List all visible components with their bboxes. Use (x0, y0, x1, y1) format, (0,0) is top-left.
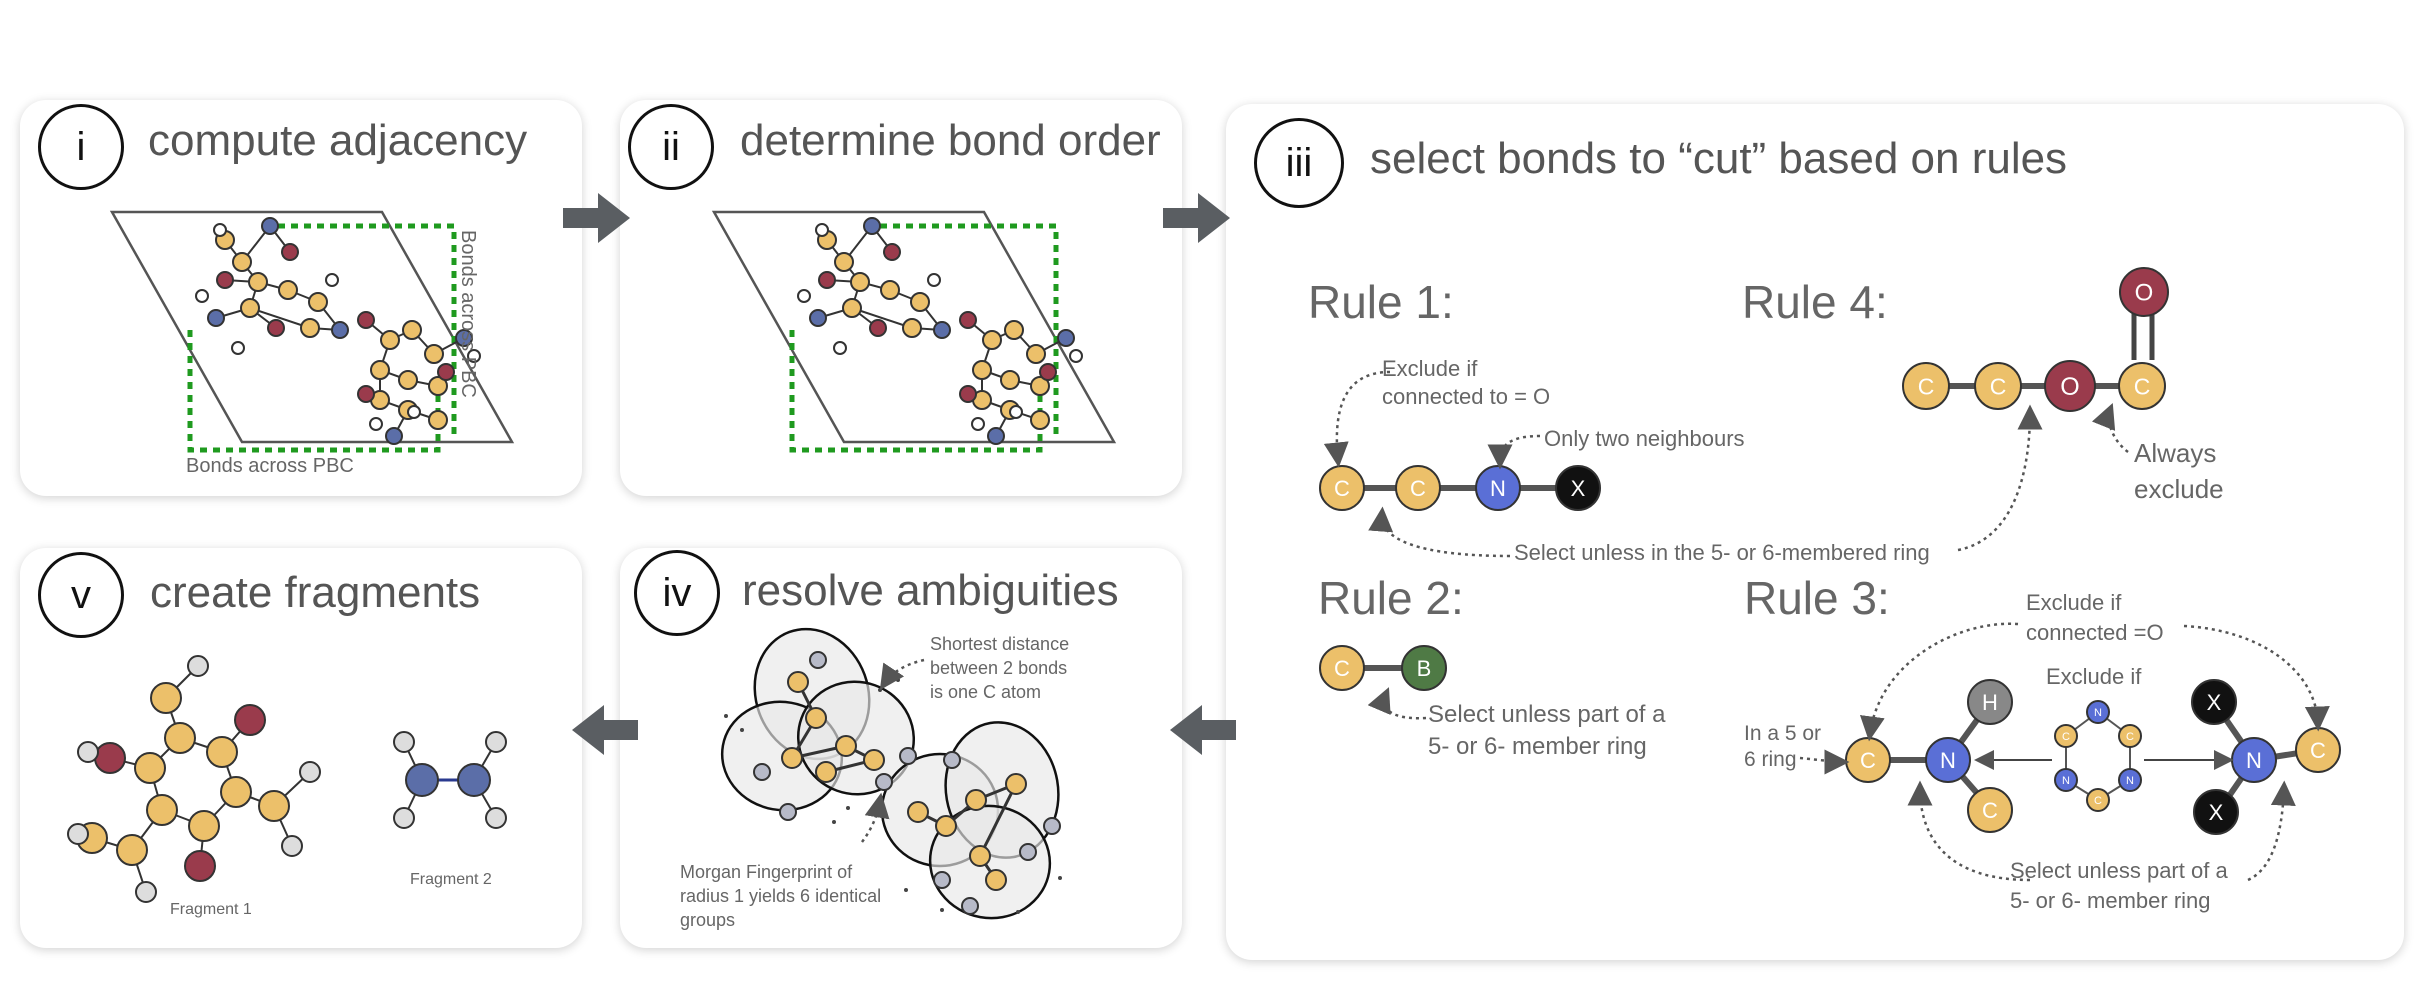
step-badge-v: v (38, 552, 124, 638)
step-badge-iv: iv (634, 550, 720, 636)
step-badge-i: i (38, 104, 124, 190)
step-title-iii: select bonds to “cut” based on rules (1370, 134, 2068, 183)
panel-select-bonds (1226, 104, 2404, 960)
step-badge-ii: ii (628, 104, 714, 190)
step-title-i: compute adjacency (148, 116, 528, 165)
step-title-ii: determine bond order (740, 116, 1161, 165)
step-title-iv: resolve ambiguities (742, 566, 1119, 615)
step-badge-iii: iii (1254, 118, 1344, 208)
step-title-v: create fragments (150, 568, 481, 617)
